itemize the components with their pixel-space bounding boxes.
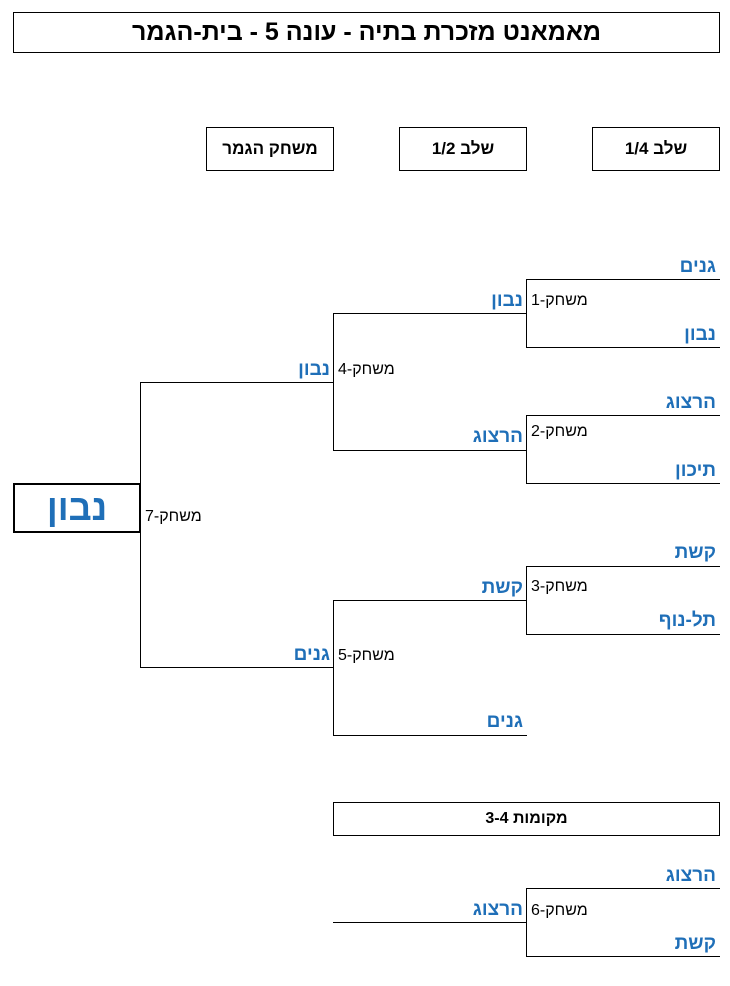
bracket-line (526, 415, 527, 484)
bracket-line (333, 450, 527, 451)
bracket-line (526, 279, 720, 280)
bracket-line (140, 667, 334, 668)
game-1-label: משחק-1 (531, 292, 588, 309)
bracket-line (526, 347, 720, 348)
stage-final-label: משחק הגמר (206, 127, 334, 171)
bracket-line (526, 566, 720, 567)
qf1-top-team: גנים (679, 256, 716, 277)
bracket-line (333, 600, 334, 736)
bracket-line (526, 483, 720, 484)
stage-semi-label: שלב 1/2 (399, 127, 527, 171)
bracket-line (526, 634, 720, 635)
champion-box: נבון (13, 483, 141, 533)
bracket-line (526, 415, 720, 416)
third-place-label: מקומות 3-4 (333, 802, 720, 836)
semi4-winner: נבון (298, 359, 330, 380)
game-5-label: משחק-5 (338, 647, 395, 664)
game-3-label: משחק-3 (531, 578, 588, 595)
third-place-winner: הרצוג (472, 899, 523, 920)
third-place-bottom-team: קשת (674, 933, 716, 954)
bracket-line (140, 382, 334, 383)
semi5-winner: גנים (293, 644, 330, 665)
semi5-bye-team: גנים (486, 711, 523, 732)
game-2-label: משחק-2 (531, 423, 588, 440)
qf3-winner: קשת (481, 577, 523, 598)
bracket-line (526, 956, 720, 957)
bracket-line (333, 922, 527, 923)
qf1-bottom-team: נבון (684, 324, 716, 345)
third-place-top-team: הרצוג (665, 865, 716, 886)
bracket-line (333, 600, 527, 601)
bracket-line (526, 888, 720, 889)
qf3-bottom-team: תל-נוף (658, 610, 716, 631)
qf2-bottom-team: תיכון (675, 460, 716, 481)
game-7-label: משחק-7 (145, 508, 202, 525)
qf2-top-team: הרצוג (665, 392, 716, 413)
qf3-top-team: קשת (674, 542, 716, 563)
qf1-winner: נבון (491, 290, 523, 311)
page-title: מאמאנט מזכרת בתיה - עונה 5 - בית-הגמר (13, 12, 720, 53)
bracket-line (333, 313, 527, 314)
stage-quarter-label: שלב 1/4 (592, 127, 720, 171)
qf2-winner: הרצוג (472, 426, 523, 447)
bracket-line (333, 735, 527, 736)
game-6-label: משחק-6 (531, 902, 588, 919)
game-4-label: משחק-4 (338, 361, 395, 378)
